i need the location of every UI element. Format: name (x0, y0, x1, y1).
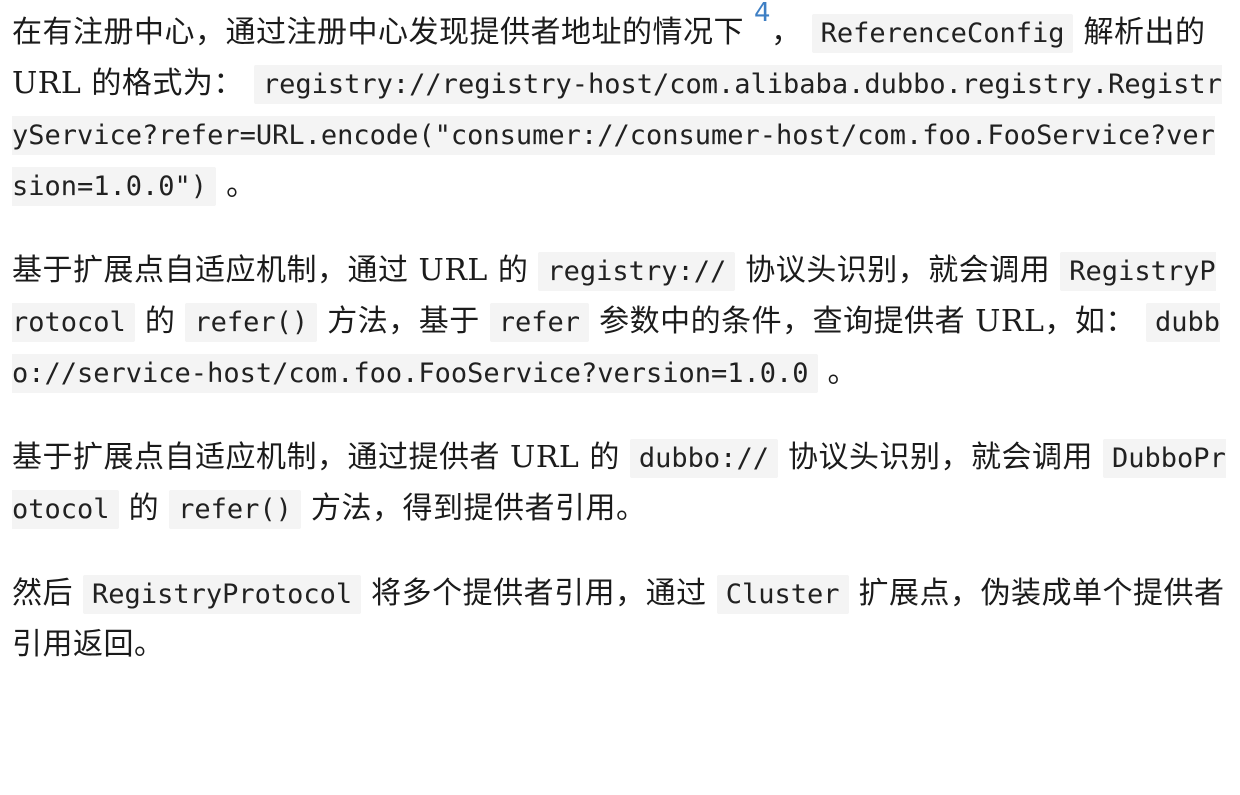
inline-code: registry:// (538, 252, 736, 291)
body-text: 的 (134, 304, 186, 339)
body-text: 方法，得到提供者引用。 (300, 491, 647, 526)
document-content: 在有注册中心，通过注册中心发现提供者地址的情况下 4， ReferenceCon… (12, 0, 1230, 670)
inline-code: Cluster (716, 575, 849, 614)
body-text: 然后 (12, 576, 84, 611)
body-text: 参数中的条件，查询提供者 URL，如： (589, 304, 1146, 339)
body-text: 扩展点，伪装成单个提供者引用返回。 (12, 576, 1225, 662)
body-text: 在有注册中心，通过注册中心发现提供者地址的情况下 (12, 15, 755, 50)
body-text: 协议头识别，就会调用 (735, 253, 1061, 288)
body-text: 基于扩展点自适应机制，通过 URL 的 (12, 253, 539, 288)
inline-code: refer (489, 303, 590, 342)
body-text: 。 (216, 168, 257, 203)
body-text: 。 (817, 355, 859, 390)
paragraph: 基于扩展点自适应机制，通过提供者 URL 的 dubbo:// 协议头识别，就会… (12, 433, 1230, 535)
inline-code: refer() (169, 490, 301, 529)
body-text: 基于扩展点自适应机制，通过提供者 URL 的 (12, 440, 630, 475)
body-text: 方法，基于 (317, 304, 490, 339)
body-text: 解析出的 URL 的格式为： (12, 15, 1206, 101)
footnote-link[interactable]: 4 (754, 0, 772, 28)
body-text: 协议头识别，就会调用 (777, 440, 1104, 475)
body-text: ， (771, 15, 812, 50)
inline-code: refer() (185, 303, 318, 342)
paragraph: 基于扩展点自适应机制，通过 URL 的 registry:// 协议头识别，就会… (12, 246, 1230, 399)
paragraph: 然后 RegistryProtocol 将多个提供者引用，通过 Cluster … (12, 569, 1230, 670)
paragraph: 在有注册中心，通过注册中心发现提供者地址的情况下 4， ReferenceCon… (12, 0, 1230, 212)
body-text: 的 (118, 491, 170, 526)
inline-code: ReferenceConfig (811, 14, 1074, 53)
body-text: 将多个提供者引用，通过 (361, 576, 717, 611)
inline-code: RegistryProtocol (83, 575, 362, 614)
inline-code: dubbo:// (629, 439, 778, 478)
